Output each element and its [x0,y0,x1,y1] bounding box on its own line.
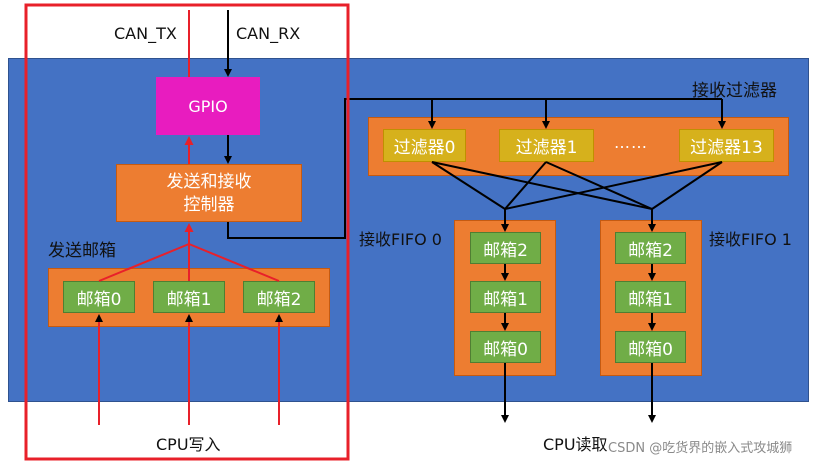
tx-mailboxes-title: 发送邮箱 [48,241,116,261]
fifo1-title: 接收FIFO 1 [709,230,792,249]
filter-0-to-fifo1 [431,161,653,210]
tx-mailbox-2: 邮箱2 [243,281,315,313]
filters-title: 接收过滤器 [692,81,777,101]
fifo1-mailbox-1: 邮箱1 [615,281,686,313]
tx-rx-controller: 发送和接收 控制器 [116,164,302,222]
filter-1-label: 过滤器1 [515,138,578,158]
fifo0-mailbox-1: 邮箱1 [470,281,541,313]
filter-1: 过滤器1 [499,129,594,162]
can-rx-label: CAN_RX [236,24,301,43]
tx-mailbox-0-label: 邮箱0 [76,289,122,310]
can-tx-label: CAN_TX [114,24,177,43]
fifo0-mailbox-0: 邮箱0 [470,331,541,363]
controller-line1: 发送和接收 [166,172,252,192]
filter-13-to-fifo1 [651,161,723,210]
filter-0-to-fifo0 [431,161,506,210]
tx-mailbox-0-to-controller [98,243,190,282]
filter-0: 过滤器0 [383,129,466,162]
filter-13-to-fifo0 [504,161,723,210]
fifo0-mailbox-1-label: 邮箱1 [483,289,528,310]
fifo0-mailbox-2-label: 邮箱2 [483,240,528,261]
tx-mailbox-1: 邮箱1 [153,281,225,313]
controller-to-filters-bus [227,98,722,239]
tx-mailbox-2-label: 邮箱2 [256,289,302,310]
filter-1-to-fifo0 [504,161,547,210]
cpu-write-label: CPU写入 [156,435,221,454]
tx-mailbox-1-label: 邮箱1 [166,289,212,310]
tx-path-highlight [24,3,350,461]
fifo0-mailbox-2: 邮箱2 [470,232,541,264]
watermark: CSDN @吃货界的嵌入式攻城狮 [608,441,793,456]
fifo1-mailbox-2-label: 邮箱2 [628,240,673,261]
filter-13-label: 过滤器13 [690,138,763,158]
controller-line2: 控制器 [183,195,235,215]
gpio-label: GPIO [188,96,228,116]
filter-0-label: 过滤器0 [393,138,456,158]
fifo0-title: 接收FIFO 0 [359,230,442,249]
cpu-read-label: CPU读取 [543,435,608,454]
fifo1-mailbox-1-label: 邮箱1 [628,289,673,310]
filters-ellipsis: …… [614,133,648,152]
filter-13: 过滤器13 [679,129,774,162]
fifo0-mailbox-0-label: 邮箱0 [483,339,528,360]
gpio-block: GPIO [156,77,260,135]
fifo1-mailbox-0: 邮箱0 [615,331,686,363]
tx-mailbox-2-to-controller [188,243,280,282]
filter-1-to-fifo1 [545,161,653,210]
fifo1-mailbox-0-label: 邮箱0 [628,339,673,360]
fifo1-mailbox-2: 邮箱2 [615,232,686,264]
tx-mailbox-0: 邮箱0 [63,281,135,313]
